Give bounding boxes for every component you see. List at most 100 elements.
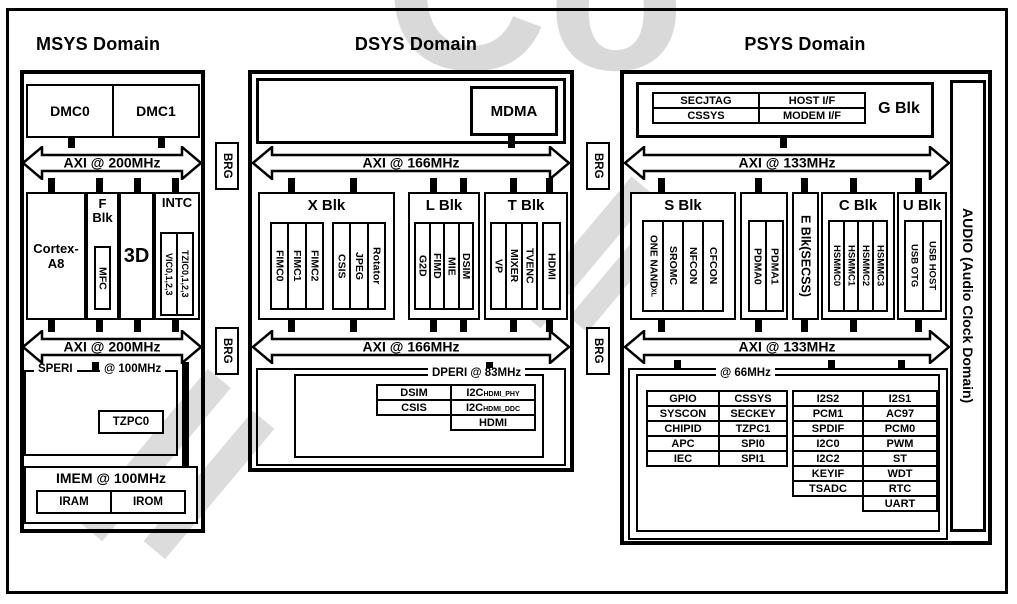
msys-domain-title: MSYS Domain: [36, 34, 161, 54]
bus-connector: [288, 178, 295, 194]
psys-axi-label: AXI @ 133MHz: [738, 338, 836, 355]
psys-domain-box: [620, 70, 992, 545]
vic-cell: VIC0,1,2,3: [162, 234, 178, 314]
bus-connector: [134, 318, 141, 332]
hsmmc3-cell: HSMMC3: [874, 245, 886, 287]
bus-connector: [182, 362, 189, 466]
bus-connector: [430, 318, 437, 332]
dperi-label: DPERI @ 83MHz: [428, 367, 526, 380]
pdma-group: PDMA0 PDMA1: [748, 220, 784, 312]
bus-connector: [658, 178, 665, 194]
intc-title: INTC: [161, 195, 193, 210]
i2s1-cell: I2S1: [862, 390, 938, 407]
usb-otg-cell: USB OTG: [906, 222, 924, 310]
speri-label: SPERI: [34, 363, 77, 376]
bus-connector: [546, 178, 553, 194]
spi1-cell: SPI1: [718, 450, 788, 467]
axi-bus-arrow: [22, 330, 202, 364]
axi-bus-arrow: [22, 146, 202, 180]
iram-cell: IRAM: [36, 490, 112, 514]
fimc1-cell: FIMC1: [289, 224, 307, 308]
bus-connector: [801, 318, 808, 332]
hsmmc0-cell: HSMMC0: [830, 222, 845, 310]
dperi-box: [294, 374, 544, 458]
bus-connector: [510, 178, 517, 194]
axi-bus-arrow: [624, 146, 950, 180]
bus-connector: [915, 178, 922, 194]
bus-connector: [172, 178, 179, 194]
jpeg-cell: JPEG: [351, 224, 369, 308]
usb-host-cell: USB HOST: [926, 241, 938, 291]
axi-bus-arrow: [252, 146, 570, 180]
vp-cell: VP: [492, 224, 508, 308]
uart-cell: UART: [862, 495, 938, 512]
3d-label: 3D: [123, 244, 150, 267]
c-blk-title: C Blk: [838, 197, 878, 214]
dmc0-block: DMC0: [28, 86, 114, 136]
msys-domain-box: [20, 70, 205, 533]
mdma-block: MDMA: [470, 86, 558, 136]
t-blk-group: VP MIXER TVENC: [490, 222, 538, 310]
c-blk-group: HSMMC0 HSMMC1 HSMMC2 HSMMC3: [828, 220, 888, 312]
e-blk-label: E Blk(SECSS): [798, 215, 813, 297]
chipid-cell: CHIPID: [646, 420, 720, 437]
bus-connector: [134, 178, 141, 194]
i2c2-cell: I2C2: [792, 450, 864, 467]
e-blk: E Blk(SECSS): [792, 192, 819, 320]
sromc-cell: SROMC: [664, 222, 684, 310]
peri66-col1: GPIO SYSCON CHIPID APC IEC: [646, 390, 720, 467]
mdma-label: MDMA: [490, 102, 538, 120]
dmc-block: DMC0 DMC1: [26, 84, 200, 138]
peri66-box: [636, 374, 940, 532]
bus-connector: [158, 136, 165, 148]
dperi-left-column: DSIM CSIS: [376, 384, 452, 416]
x-blk-group1: FIMC0 FIMC1 FIMC2: [270, 222, 324, 310]
modem-if-cell: MODEM I/F: [758, 107, 866, 124]
dsys-axi-label: AXI @ 166MHz: [362, 154, 460, 171]
bus-connector: [460, 178, 467, 194]
irom-cell: IROM: [110, 490, 186, 514]
mfc-cell-group: MFC: [94, 246, 111, 310]
mie-cell: MIE: [445, 224, 460, 308]
dsys-axi-bus-bottom: AXI @ 166MHz: [252, 330, 570, 364]
cfcon-cell: CFCON: [707, 247, 719, 285]
dperi-outer-box: [256, 368, 566, 466]
dperi-csis-cell: CSIS: [376, 399, 452, 416]
bus-connector: [510, 318, 517, 332]
g2d-cell: G2D: [416, 224, 431, 308]
mfc-cell: MFC: [96, 266, 109, 290]
dsys-top-box: [256, 78, 566, 144]
brg-msys-dsys-bottom: BRG: [215, 327, 239, 375]
imem-title: IMEM @ 100MHz: [55, 470, 167, 486]
bus-connector: [755, 318, 762, 332]
bus-connector: [350, 178, 357, 194]
g-blk-col1: SECJTAG CSSYS: [652, 92, 760, 124]
dsys-domain-box: [248, 70, 574, 472]
x-blk-title: X Blk: [307, 197, 346, 214]
s-blk-title: S Blk: [664, 197, 702, 214]
fimc2-cell: FIMC2: [308, 250, 321, 282]
axi-bus-arrow: [252, 330, 570, 364]
bus-connector: [674, 360, 681, 370]
bus-connector: [508, 134, 515, 148]
peri66-outer-box: [628, 368, 948, 540]
bus-connector: [96, 318, 103, 332]
rotator-cell: Rotator: [370, 247, 383, 285]
intc-cell-group: VIC0,1,2,3 TZIC0,1,2,3: [160, 232, 194, 316]
psys-domain-title: PSYS Domain: [744, 34, 866, 54]
u-blk-group: USB OTG USB HOST: [904, 220, 942, 312]
g-blk-title: G Blk: [878, 100, 920, 117]
peri66-col3: I2S2 PCM1 SPDIF I2C0 I2C2 KEYIF TSADC: [792, 390, 864, 497]
l-blk-title: L Blk: [425, 197, 463, 214]
u-blk-title: U Blk: [902, 197, 942, 214]
bus-connector: [92, 362, 99, 372]
bus-connector: [546, 318, 553, 332]
bus-connector: [850, 318, 857, 332]
page-frame: [6, 8, 1008, 594]
dsys-axi-label: AXI @ 166MHz: [362, 338, 460, 355]
msys-axi-label: AXI @ 200MHz: [63, 338, 161, 355]
psys-axi-bus-top: AXI @ 133MHz: [624, 146, 950, 180]
bus-connector: [801, 178, 808, 194]
